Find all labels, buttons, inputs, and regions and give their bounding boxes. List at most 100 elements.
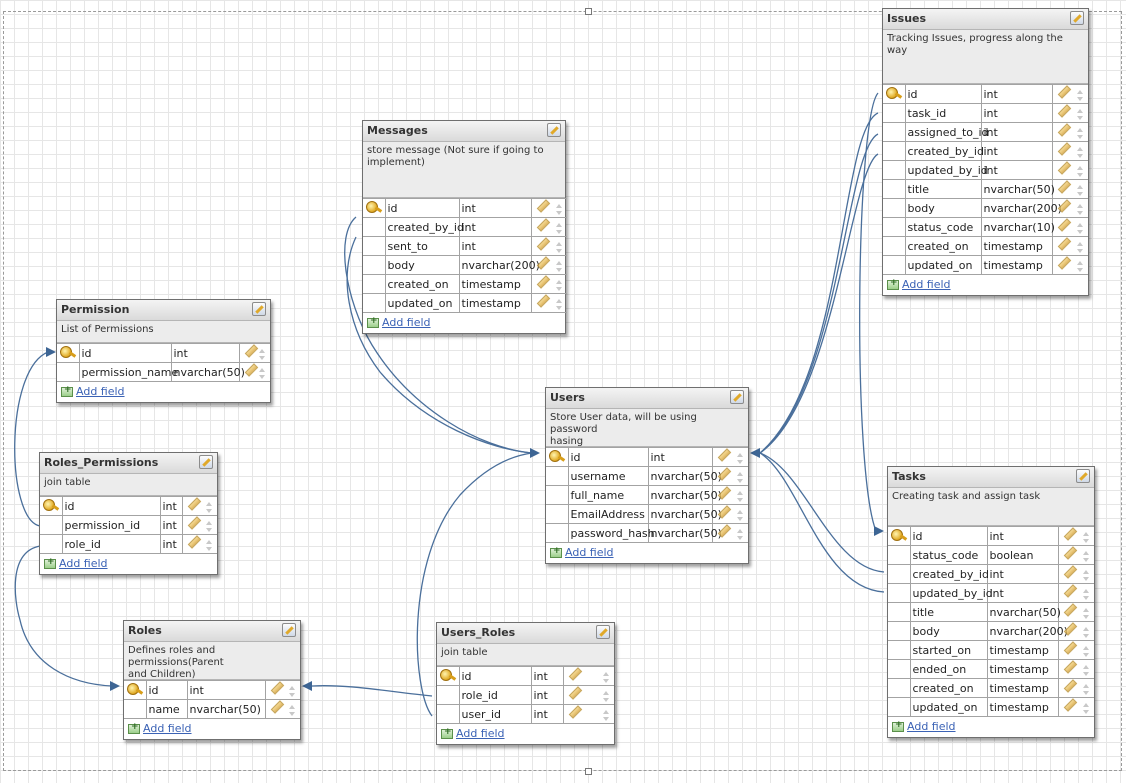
field-name[interactable]: EmailAddress [567,504,649,524]
reorder-field-icon[interactable] [1077,222,1084,234]
field-name[interactable]: id [384,198,460,218]
field-type[interactable]: int [170,343,240,363]
field-type[interactable]: int [159,534,183,554]
edit-field-icon[interactable] [1057,103,1071,118]
field-name[interactable]: role_id [458,685,532,705]
field-type[interactable]: timestamp [986,659,1059,679]
field-type[interactable]: nvarchar(50) [980,179,1055,199]
edit-field-icon[interactable] [1057,236,1071,251]
edit-table-icon[interactable] [730,390,744,404]
field-type[interactable]: nvarchar(200) [986,621,1068,641]
field-name[interactable]: id [458,666,532,686]
edit-field-icon[interactable] [1063,583,1077,598]
field-type[interactable]: int [980,84,1053,104]
resize-handle-top[interactable] [585,8,592,15]
edit-field-icon[interactable] [568,666,582,681]
reorder-field-icon[interactable] [737,509,744,521]
reorder-field-icon[interactable] [1083,683,1090,695]
edit-table-icon[interactable] [1076,469,1090,483]
field-type[interactable]: timestamp [458,293,532,313]
edit-field-icon[interactable] [1057,84,1071,99]
field-type[interactable]: timestamp [980,236,1053,256]
field-name[interactable]: id [909,526,988,546]
field-type[interactable]: timestamp [458,274,532,294]
reorder-field-icon[interactable] [556,203,563,215]
add-field-icon[interactable] [887,278,899,290]
edit-field-icon[interactable] [1057,179,1071,194]
edit-table-icon[interactable] [282,623,296,637]
reorder-field-icon[interactable] [1083,645,1090,657]
reorder-field-icon[interactable] [556,241,563,253]
add-field-link[interactable]: Add field [143,722,192,735]
reorder-field-icon[interactable] [603,709,610,721]
field-type[interactable]: nvarchar(50) [647,466,722,486]
edit-field-icon[interactable] [536,217,550,232]
table-header[interactable]: Messages [363,121,565,142]
reorder-field-icon[interactable] [556,279,563,291]
reorder-field-icon[interactable] [1077,203,1084,215]
reorder-field-icon[interactable] [1083,702,1090,714]
field-type[interactable]: int [458,217,532,237]
reorder-field-icon[interactable] [603,690,610,702]
reorder-field-icon[interactable] [603,671,610,683]
edit-field-icon[interactable] [1057,160,1071,175]
add-field-icon[interactable] [61,385,73,397]
field-type[interactable]: int [159,515,183,535]
reorder-field-icon[interactable] [206,539,213,551]
add-field-link[interactable]: Add field [59,557,108,570]
field-type[interactable]: int [986,564,1059,584]
reorder-field-icon[interactable] [737,528,744,540]
field-type[interactable]: nvarchar(200) [458,255,540,275]
field-type[interactable]: int [458,198,532,218]
field-name[interactable]: assigned_to_id [904,122,989,142]
field-type[interactable]: timestamp [986,697,1059,717]
field-type[interactable]: nvarchar(50) [986,602,1061,622]
field-name[interactable]: id [145,680,188,700]
field-name[interactable]: permission_name [78,362,178,382]
field-type[interactable]: timestamp [986,640,1059,660]
field-type[interactable]: nvarchar(50) [647,523,722,543]
field-name[interactable]: updated_on [909,697,988,717]
reorder-field-icon[interactable] [1077,146,1084,158]
field-type[interactable]: int [980,160,1053,180]
field-type[interactable]: nvarchar(50) [647,504,722,524]
field-name[interactable]: name [145,699,188,719]
field-name[interactable]: user_id [458,704,532,724]
field-name[interactable]: created_by_id [904,141,984,161]
reorder-field-icon[interactable] [206,520,213,532]
edit-field-icon[interactable] [244,362,258,377]
reorder-field-icon[interactable] [259,348,266,360]
edit-field-icon[interactable] [536,255,550,270]
add-field-icon[interactable] [441,727,453,739]
field-name[interactable]: title [909,602,988,622]
field-type[interactable]: int [530,704,564,724]
edit-field-icon[interactable] [568,685,582,700]
table-header[interactable]: Issues [883,9,1088,30]
edit-table-icon[interactable] [199,455,213,469]
edit-field-icon[interactable] [270,699,284,714]
table-header[interactable]: Users_Roles [437,623,614,644]
edit-field-icon[interactable] [717,523,731,538]
field-type[interactable]: int [980,103,1053,123]
edit-field-icon[interactable] [187,534,201,549]
field-name[interactable]: created_by_id [909,564,989,584]
edit-field-icon[interactable] [1063,697,1077,712]
field-type[interactable]: int [159,496,183,516]
field-name[interactable]: body [904,198,982,218]
field-type[interactable]: nvarchar(200) [980,198,1062,218]
reorder-field-icon[interactable] [1083,588,1090,600]
